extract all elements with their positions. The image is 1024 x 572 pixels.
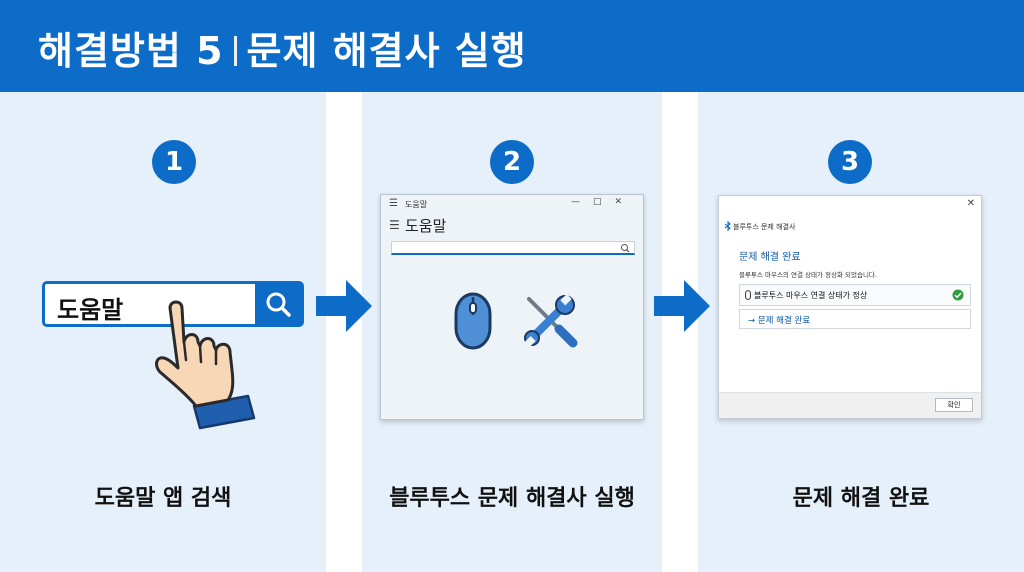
title-divider bbox=[233, 35, 237, 66]
minimize-button[interactable]: — bbox=[570, 197, 593, 207]
search-icon bbox=[266, 292, 291, 317]
window-title: 블루투스 문제 해결사 bbox=[733, 223, 796, 231]
page-title: 해결방법 5 문제 해결사 실행 bbox=[38, 20, 527, 75]
nav-menu-icon[interactable]: ☰ bbox=[389, 218, 400, 232]
maximize-button[interactable]: □ bbox=[592, 197, 615, 207]
help-search-input[interactable] bbox=[391, 241, 635, 255]
result-link[interactable]: → 문제 해결 완료 bbox=[739, 309, 971, 329]
hand-pointer-icon bbox=[155, 300, 256, 430]
step-2-badge: 2 bbox=[490, 140, 534, 184]
header-banner: 해결방법 5 문제 해결사 실행 bbox=[0, 0, 1024, 92]
troubleshooter-window: ✕ 블루투스 문제 해결사 문제 해결 완료 블루투스 마우스의 연결 상태가 … bbox=[718, 195, 982, 419]
step-2-caption: 블루투스 문제 해결사 실행 bbox=[389, 486, 635, 511]
arrow-right-icon bbox=[316, 280, 372, 332]
step-1-badge: 1 bbox=[152, 140, 196, 184]
wrench-screwdriver-icon bbox=[524, 294, 578, 348]
window-title: 도움말 bbox=[405, 200, 428, 209]
help-app-window: ☰ 도움말 —□✕ ☰ 도움말 bbox=[380, 194, 644, 420]
bluetooth-icon bbox=[724, 221, 731, 231]
search-input-value: 도움말 bbox=[57, 296, 124, 324]
result-link-text: → 문제 해결 완료 bbox=[748, 316, 811, 326]
ok-button[interactable]: 확인 bbox=[935, 398, 973, 412]
app-heading: 도움말 bbox=[405, 217, 447, 235]
status-text: 블루투스 마우스 연결 상태가 정상 bbox=[754, 291, 868, 300]
close-button[interactable]: ✕ bbox=[966, 198, 975, 209]
check-circle-icon bbox=[952, 289, 964, 301]
window-controls: —□✕ bbox=[571, 197, 635, 207]
status-row: 블루투스 마우스 연결 상태가 정상 bbox=[739, 284, 971, 306]
result-description: 블루투스 마우스의 연결 상태가 정상화 되었습니다. bbox=[739, 271, 877, 279]
arrow-right-icon bbox=[654, 280, 710, 332]
close-button[interactable]: ✕ bbox=[614, 197, 635, 207]
step-3-badge: 3 bbox=[828, 140, 872, 184]
menu-icon[interactable]: ☰ bbox=[389, 198, 398, 209]
title-left: 해결방법 5 bbox=[38, 29, 224, 73]
mouse-icon bbox=[745, 290, 751, 300]
mouse-icon bbox=[454, 292, 492, 350]
result-heading: 문제 해결 완료 bbox=[739, 252, 801, 263]
title-right: 문제 해결사 실행 bbox=[246, 29, 527, 73]
step-1-caption: 도움말 앱 검색 bbox=[94, 486, 232, 511]
search-button[interactable] bbox=[255, 284, 301, 324]
step-3-caption: 문제 해결 완료 bbox=[792, 486, 930, 511]
search-icon bbox=[621, 244, 630, 253]
dialog-footer: 확인 bbox=[719, 392, 981, 418]
